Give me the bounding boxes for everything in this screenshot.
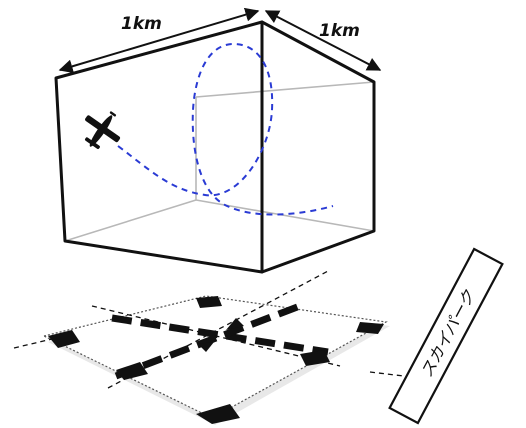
field-corner-blocks	[48, 296, 384, 424]
sign-board	[388, 247, 504, 425]
flight-path	[117, 42, 334, 216]
skypark-sign: スカイパーク	[388, 247, 504, 425]
field-surface	[42, 295, 388, 419]
airspace-box	[54, 20, 376, 274]
center-arrows	[198, 318, 244, 352]
runway-markings	[111, 302, 329, 380]
box-hidden-edges	[64, 81, 375, 242]
depth-dimension-label: 1km	[319, 21, 360, 41]
flying-field	[13, 269, 413, 425]
airplane-icon	[84, 111, 121, 150]
dimension-arrows	[58, 7, 382, 74]
box-visible-edges	[54, 20, 376, 274]
depth-dimension-arrow	[264, 10, 382, 71]
width-dimension-arrow	[58, 7, 260, 74]
width-dimension-label: 1km	[121, 14, 162, 34]
